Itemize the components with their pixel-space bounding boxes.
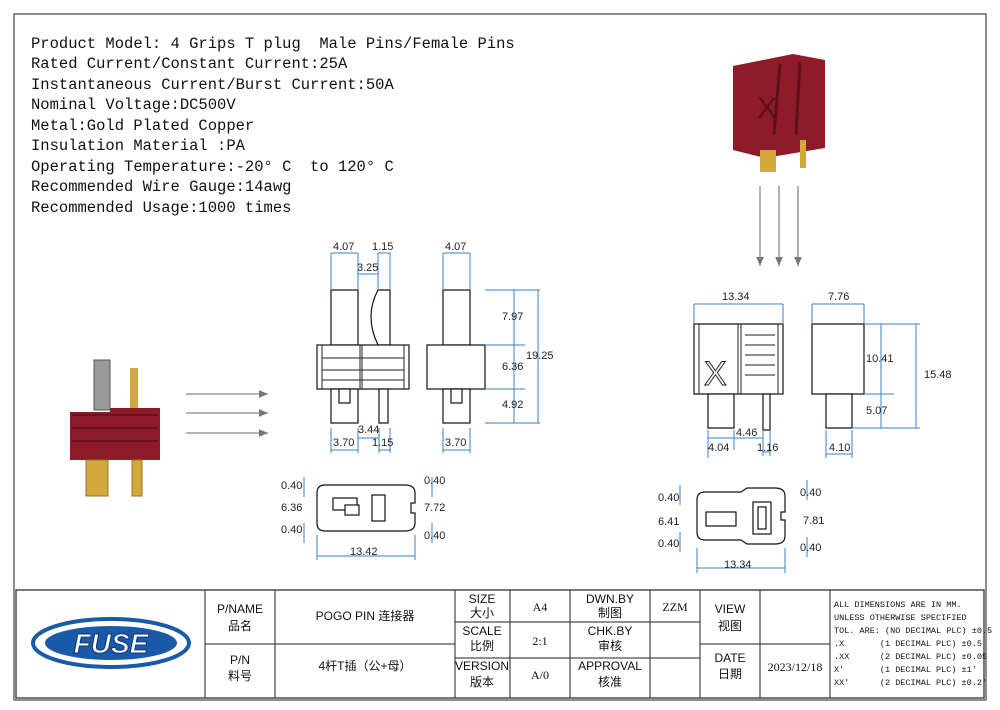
approval-label-cn: 核准 [598,675,622,689]
spec-list: Product Model: 4 Grips T plug Male Pins/… [31,35,515,217]
note-line: TOL. ARE: (NO DECIMAL PLC) ±0.5 [834,626,992,636]
dim-label: 6.41 [658,516,679,528]
spec-line: Operating Temperature:-20° C to 120° C [31,158,394,176]
pn-label: P/N [230,653,250,667]
male-bottom-view: 0.40 0.40 6.36 7.72 0.40 0.40 13.42 [281,475,445,560]
x-mark: X [704,355,727,393]
dim-label: 7.72 [424,502,445,514]
note-line: .XX (2 DECIMAL PLC) ±0.05 [834,652,987,662]
dim-label: 1.15 [372,241,393,253]
dim-label: 0.40 [424,530,445,542]
note-line: ALL DIMENSIONS ARE IN MM. [834,600,962,610]
spec-line: Instantaneous Current/Burst Current:50A [31,76,394,94]
pn-label-cn: 料号 [228,669,252,683]
fuse-logo: FUSE [31,617,191,669]
sheet-border [13,13,987,701]
dim-label: 0.40 [800,542,821,554]
dim-label: 4.07 [445,241,466,253]
approval-label: APPROVAL [578,659,642,673]
pn-value: 4杆T插（公+母） [318,659,411,673]
spec-line: Nominal Voltage:DC500V [31,96,236,114]
note-line: X' (1 DECIMAL PLC) ±1' [834,665,977,675]
dim-label: 0.40 [281,480,302,492]
dim-label: 19.25 [526,350,554,362]
svg-text:FUSE: FUSE [74,628,150,659]
size-label-cn: 大小 [470,606,494,620]
spec-line: Rated Current/Constant Current:25A [31,55,348,73]
dim-label: 0.40 [424,475,445,487]
spec-line: Insulation Material :PA [31,137,246,155]
female-bottom-view: 0.40 0.40 6.41 7.81 0.40 0.40 13.34 [658,480,824,573]
size-value: A4 [533,600,548,614]
dim-label: 4.46 [736,427,757,439]
dim-label: 7.76 [828,291,849,303]
note-line: XX' (2 DECIMAL PLC) ±0.2' [834,678,987,688]
title-block: FUSE P/NAME 品名 POGO PIN 连接器 P/N 料号 4杆T插（… [15,589,992,699]
note-line: .X (1 DECIMAL PLC) ±0.5 [834,639,982,649]
dwn-label-cn: 制图 [598,606,622,620]
pname-label: P/NAME [217,602,263,616]
male-side-view: 4.07 7.97 6.36 4.92 19.25 3.70 [426,241,554,453]
size-label: SIZE [469,592,496,606]
version-value: A/0 [531,668,549,682]
male-front-view: 4.07 1.15 3.25 3.44 3.70 1.15 [316,241,410,453]
dim-label: 0.40 [281,524,302,536]
dim-label: 0.40 [800,487,821,499]
dim-label: 13.34 [724,559,752,571]
dim-label: 1.16 [757,442,778,454]
dim-label: 4.04 [708,442,729,454]
dim-label: 4.07 [333,241,354,253]
dim-label: 13.42 [350,546,378,558]
date-value: 2023/12/18 [768,660,823,674]
chk-label-cn: 审核 [598,638,622,653]
dwn-value: ZZM [662,600,688,614]
dwn-label: DWN.BY [586,592,634,606]
female-plug-photo: X [733,54,825,172]
x-mark: X [757,92,777,125]
female-side-view: 7.76 10.41 15.48 5.07 4.10 [811,291,952,458]
note-line: UNLESS OTHERWISE SPECIFIED [834,613,967,623]
scale-label: SCALE [462,624,501,638]
dim-label: 7.97 [502,311,523,323]
dim-label: 5.07 [866,405,887,417]
date-label-cn: 日期 [718,667,742,681]
pname-value: POGO PIN 连接器 [316,608,415,623]
dim-label: 0.40 [658,492,679,504]
dim-label: 3.25 [357,262,378,274]
male-plug-photo [70,359,160,497]
arrows-right [756,186,802,266]
scale-label-cn: 比例 [470,639,494,653]
spec-line: Product Model: 4 Grips T plug Male Pins/… [31,35,515,53]
dim-label: 6.36 [281,502,302,514]
version-label-cn: 版本 [470,675,494,689]
version-label: VERSION [455,659,509,673]
scale-value: 2:1 [532,634,547,648]
view-label: VIEW [715,602,746,616]
dim-label: 4.92 [502,399,523,411]
spec-line: Recommended Usage:1000 times [31,199,291,217]
arrows-left [186,390,268,437]
dim-label: 0.40 [658,538,679,550]
spec-line: Recommended Wire Gauge:14awg [31,178,291,196]
dim-label: 3.44 [358,424,379,436]
dim-label: 15.48 [924,369,952,381]
dim-label: 3.70 [445,437,466,449]
female-front-view: X 13.34 4.46 4.04 1.16 [693,291,784,458]
dim-label: 6.36 [502,361,523,373]
dim-label: 7.81 [803,515,824,527]
dim-label: 3.70 [333,437,354,449]
dim-label: 4.10 [829,442,850,454]
spec-line: Metal:Gold Plated Copper [31,117,254,135]
pname-label-cn: 品名 [228,618,252,633]
view-label-cn: 视图 [718,618,742,633]
date-label: DATE [714,651,745,665]
dim-label: 10.41 [866,353,894,365]
dim-label: 1.15 [372,437,393,449]
chk-label: CHK.BY [588,624,633,638]
dim-label: 13.34 [722,291,750,303]
